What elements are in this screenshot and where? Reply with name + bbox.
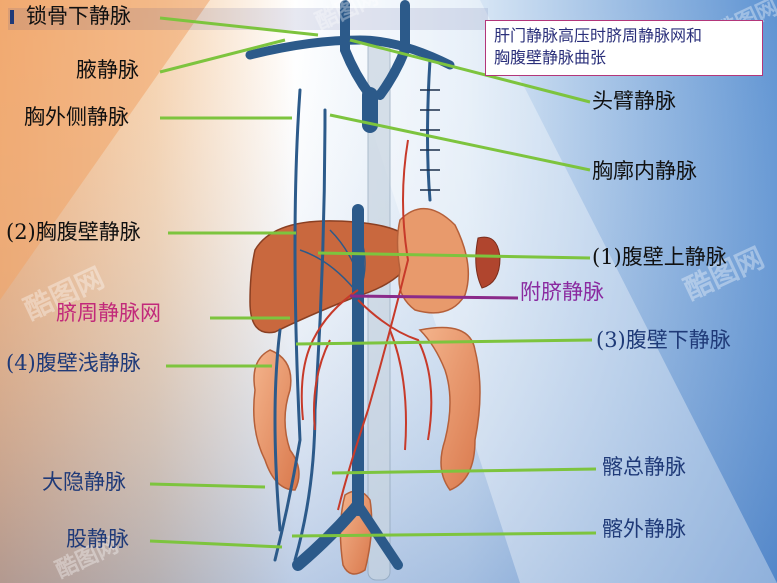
label-brachiocephalic: 头臂静脉: [592, 89, 676, 113]
title-line-1: 肝门静脉高压时脐周静脉网和: [494, 26, 703, 45]
title-line-2: 胸腹壁静脉曲张: [494, 48, 607, 67]
label-superficial-epigastric: (4)腹壁浅静脉: [6, 351, 141, 375]
spleen: [475, 236, 501, 289]
label-periumbilical-network: 脐周静脉网: [56, 301, 161, 325]
pointer-line-paraumbilical: [349, 294, 519, 300]
label-thoracoepigastric: (2)胸腹壁静脉: [6, 220, 141, 244]
label-lateral-thoracic: 胸外侧静脉: [24, 105, 129, 129]
stomach: [396, 207, 470, 314]
label-internal-thoracic: 胸廓内静脉: [592, 159, 697, 183]
pointer-lines: [149, 16, 597, 549]
label-external-iliac: 髂外静脉: [602, 517, 686, 541]
label-subclavian: 锁骨下静脉: [26, 4, 131, 28]
label-great-saphenous: 大隐静脉: [42, 470, 126, 494]
label-inferior-epigastric: (3)腹壁下静脉: [596, 328, 731, 352]
label-paraumbilical: 附脐静脉: [520, 280, 604, 304]
diagram-title: 肝门静脉高压时脐周静脉网和 胸腹壁静脉曲张: [485, 20, 763, 76]
label-femoral: 股静脉: [66, 527, 129, 551]
title-bullet: [10, 10, 14, 24]
label-axillary: 腋静脉: [76, 58, 139, 82]
label-superior-epigastric: (1)腹壁上静脉: [592, 245, 727, 269]
label-common-iliac: 髂总静脉: [602, 455, 686, 479]
